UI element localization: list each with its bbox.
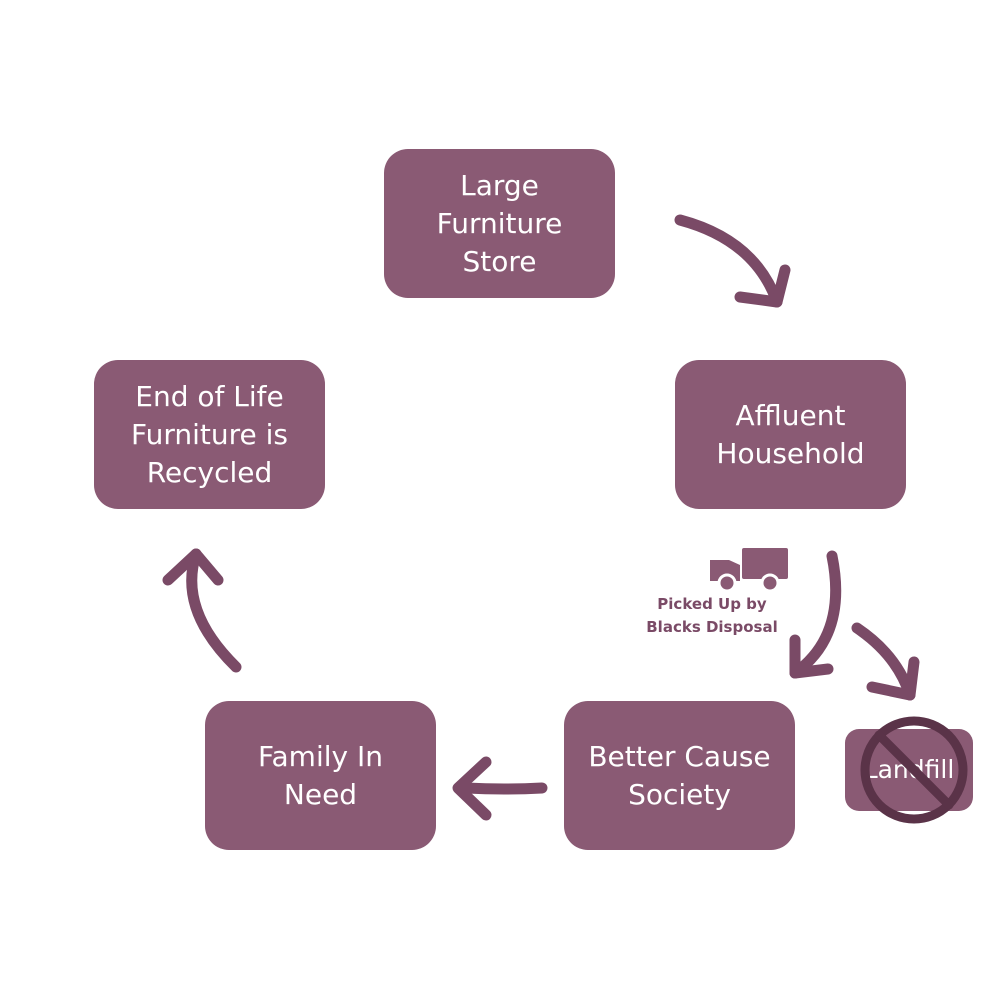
arrow-family-to-recycled [162,548,242,673]
truck-icon [710,548,788,593]
pickup-caption: Picked Up by Blacks Disposal [646,595,778,636]
arrow-store-to-household [674,214,791,308]
node-better-cause-society: Better Cause Society [564,701,795,850]
node-large-furniture-store: Large Furniture Store [384,149,615,298]
arrow-household-to-landfill [851,622,920,701]
arrow-household-to-better-cause [789,550,842,679]
node-landfill: Landfill [845,729,973,811]
arrow-better-cause-to-family [452,756,548,821]
node-family-in-need: Family In Need [205,701,436,850]
node-affluent-household: Affluent Household [675,360,906,509]
node-end-of-life-recycled: End of Life Furniture is Recycled [94,360,325,509]
